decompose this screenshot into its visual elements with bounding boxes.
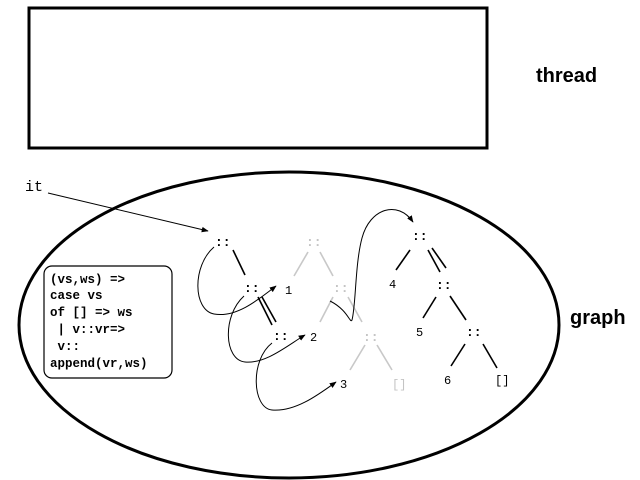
thread-label: thread [536,65,597,87]
pointer-arrow [197,246,277,316]
tree-edge [232,249,246,276]
code-box [43,265,173,379]
cons-node: :: [244,281,260,296]
tree-edge [450,343,466,367]
code-line: (vs,ws) => [50,273,125,287]
it-label: it [25,179,43,196]
tree-edge [395,249,411,271]
it-pointer-arrow [47,192,209,233]
tree-edge [376,344,393,371]
cons-node: :: [333,281,349,296]
code-lines: (vs,ws) => case vs of [] => ws | v::vr=>… [50,273,148,371]
cons-node: :: [215,235,231,250]
cons-node: :: [466,325,482,340]
value-node: 5 [416,326,423,340]
cons-node: :: [306,235,322,250]
cons-node: :: [363,330,379,345]
tree-edge [257,296,273,326]
tree-edge [422,296,437,319]
tree-edge [449,295,467,321]
tree-edge [293,251,309,277]
tree-edge [261,296,277,323]
code-line: append(vr,ws) [50,357,148,371]
tree-edge [349,344,366,371]
value-node: 1 [285,284,292,298]
nil-node: [] [392,378,406,392]
tree-edge [482,343,498,369]
tree-edge [427,249,441,273]
cons-node: :: [273,329,289,344]
value-node: 2 [310,331,317,345]
graph-label: graph [570,307,626,329]
nil-node: [] [495,374,509,388]
cons-node: :: [412,229,428,244]
graph-ellipse [17,170,561,480]
faint-tree: :: :: :: [] [293,235,406,392]
pointer-arrow [255,342,337,411]
code-line: case vs [50,289,103,303]
thread-box [27,6,489,150]
tree-edge [431,247,447,269]
cons-node: :: [436,278,452,293]
tree-edge [319,251,334,277]
pointer-arrow [227,295,306,363]
code-line: of [] => ws [50,306,133,320]
pointer-arrow [329,208,414,322]
value-node: 6 [444,374,451,388]
value-node: 4 [389,278,396,292]
pointer-arrows [197,208,414,411]
code-line: | v::vr=> [50,323,125,337]
value-node: 3 [340,378,347,392]
code-line: v:: [50,340,80,354]
tree-edge [347,296,363,323]
left-tree: :: :: :: 1 2 3 [215,235,347,392]
right-tree: :: :: :: 4 5 6 [] [389,229,509,388]
